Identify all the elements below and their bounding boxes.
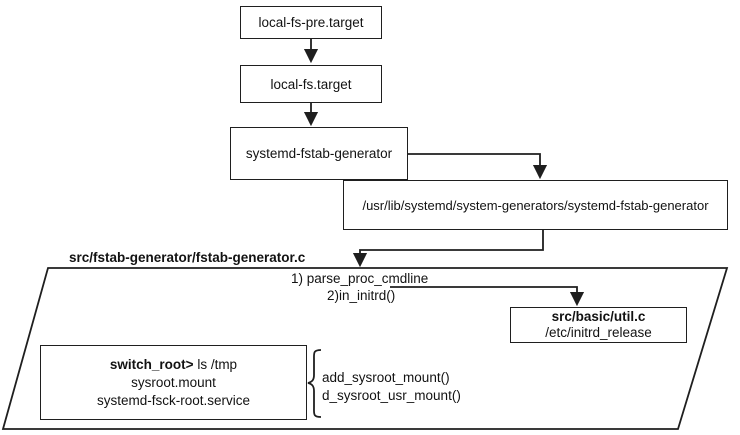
step-parse-proc-cmdline: 1) parse_proc_cmdline	[291, 271, 429, 286]
node-util-c: src/basic/util.c /etc/initrd_release	[510, 307, 687, 343]
node-label: systemd-fstab-generator	[245, 146, 393, 161]
step-in-initrd: 2)in_initrd()	[327, 288, 396, 303]
node-generator-path: /usr/lib/systemd/system-generators/syste…	[343, 180, 728, 230]
source-file-label: src/fstab-generator/fstab-generator.c	[69, 250, 306, 265]
arrow-initrd-to-util	[390, 286, 585, 307]
console-prompt: switch_root>	[109, 356, 194, 372]
console-line-sysroot-mount: sysroot.mount	[131, 374, 216, 390]
console-command: ls /tmp	[193, 356, 238, 372]
console-prompt-line: switch_root> ls /tmp	[110, 356, 237, 374]
util-c-title: src/basic/util.c	[551, 309, 646, 324]
node-label: local-fs.target	[270, 76, 352, 92]
node-local-fs-pre-target: local-fs-pre.target	[240, 6, 382, 39]
brace-icon	[307, 349, 322, 418]
node-label: local-fs-pre.target	[258, 15, 364, 30]
fstab-generator-parallelogram	[1, 267, 729, 430]
node-local-fs-target: local-fs.target	[240, 65, 382, 103]
arrow-generator-to-path	[408, 153, 548, 180]
node-switch-root-console: switch_root> ls /tmp sysroot.mount syste…	[40, 345, 307, 420]
node-label: /usr/lib/systemd/system-generators/syste…	[362, 197, 709, 213]
node-systemd-fstab-generator: systemd-fstab-generator	[230, 127, 408, 180]
brace-item-add-sysroot-mount: add_sysroot_mount()	[322, 370, 450, 385]
brace-item-sysroot-usr-mount: d_sysroot_usr_mount()	[322, 388, 461, 403]
console-line-fsck-service: systemd-fsck-root.service	[96, 392, 251, 408]
util-c-file: /etc/initrd_release	[545, 325, 652, 340]
arrow-path-to-source	[352, 230, 544, 268]
